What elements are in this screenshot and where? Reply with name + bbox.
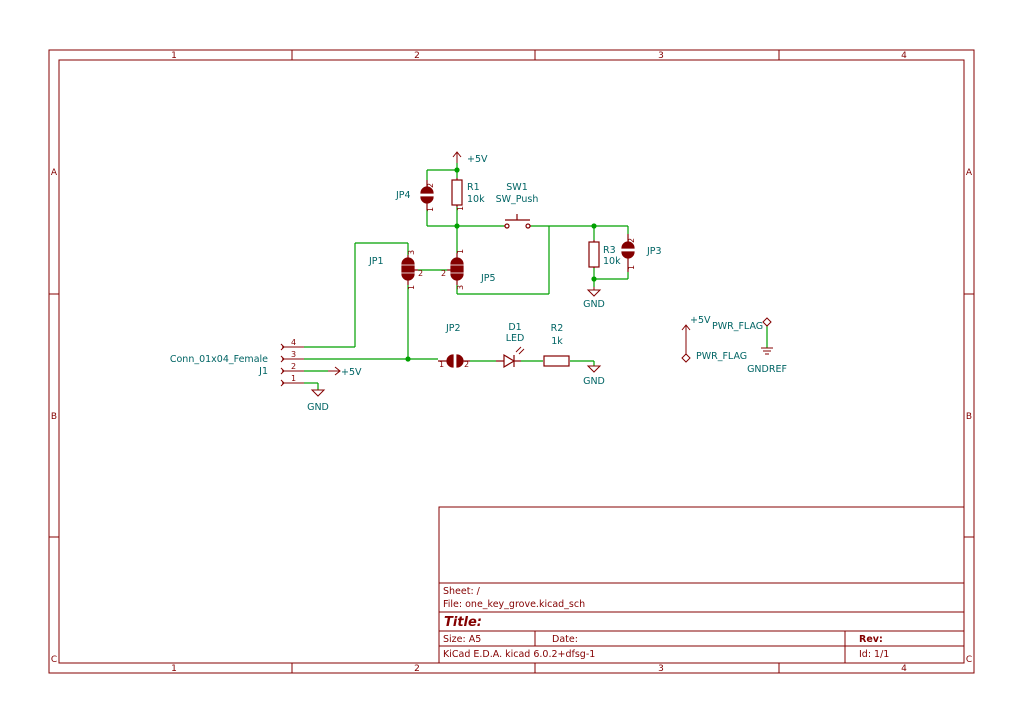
tb-date: Date: [552, 634, 578, 645]
jp2-pin2: 2 [464, 360, 469, 369]
jp1-pin3: 3 [407, 250, 416, 255]
component-symbols[interactable] [280, 178, 635, 387]
jp1-pin1: 1 [407, 285, 416, 290]
j1-pin3: 3 [291, 350, 296, 359]
d1-body [503, 353, 516, 369]
jp2-pin1: 1 [439, 360, 444, 369]
junctions [405, 167, 597, 362]
d1-value: LED [506, 333, 525, 344]
jp5-pad-bottom [450, 273, 464, 281]
jp3-pad-top [621, 241, 635, 249]
jp5-pin2: 2 [441, 269, 446, 278]
col-label-top-2: 2 [414, 51, 420, 61]
wires[interactable] [304, 163, 768, 390]
jp2-pad-left [446, 354, 454, 368]
frame-labels: 1 2 3 4 1 2 3 4 A B C A B C [51, 51, 973, 674]
vcc-top-label: +5V [467, 154, 488, 165]
r3-value: 10k [603, 256, 621, 267]
power-symbols[interactable] [310, 151, 773, 397]
jp3-pad-bottom [621, 251, 635, 259]
row-label-left-a: A [51, 168, 58, 178]
j1-ref: J1 [258, 366, 268, 377]
vcc-j1-label: +5V [341, 367, 362, 378]
j1-value: Conn_01x04_Female [170, 354, 268, 365]
jp1-pad-bottom [401, 273, 415, 281]
col-label-top-1: 1 [171, 51, 177, 61]
col-label-bottom-1: 1 [171, 664, 177, 674]
jp4-pin2: 2 [426, 183, 435, 188]
row-label-right-c: C [966, 655, 972, 665]
r2-value: 1k [551, 336, 563, 347]
tb-rev: Rev: [859, 634, 883, 645]
jp1-ref: JP1 [368, 256, 384, 267]
sw1-value: SW_Push [496, 194, 539, 205]
jp3-pin1: 1 [627, 265, 636, 270]
tb-size: Size: A5 [443, 634, 481, 645]
tb-id: Id: 1/1 [859, 649, 889, 660]
tb-title: Title: [444, 615, 482, 630]
col-label-bottom-4: 4 [901, 664, 907, 674]
power-labels: +5V GND GND +5V GND +5V PWR_FLAG PWR_FLA… [307, 154, 787, 413]
col-label-top-3: 3 [658, 51, 664, 61]
gndref-label: GNDREF [747, 364, 787, 375]
jp5-pin1: 1 [456, 249, 465, 254]
r3-body [588, 241, 600, 268]
jp5-pad-top [450, 257, 464, 265]
jp4-pad-top [420, 186, 434, 194]
row-label-right-b: B [966, 412, 972, 422]
j1-pins [280, 343, 304, 387]
jp5-pad-mid [450, 265, 464, 273]
sw1-contact-right [525, 223, 531, 229]
r1-body [451, 179, 463, 206]
tb-tool: KiCad E.D.A. kicad 6.0.2+dfsg-1 [443, 649, 595, 660]
jp3-ref: JP3 [646, 246, 662, 257]
col-label-top-4: 4 [901, 51, 907, 61]
jp2-ref: JP2 [445, 323, 461, 334]
j1-pin1: 1 [291, 374, 296, 383]
j1-pin2: 2 [291, 362, 296, 371]
r1-ref: R1 [467, 182, 480, 193]
jp1-pad-top [401, 257, 415, 265]
jp4-pin1: 1 [426, 207, 435, 212]
sw1-contact-left [504, 223, 510, 229]
pwr-flag-2-label: PWR_FLAG [696, 351, 747, 362]
jp1-pin2: 2 [418, 269, 423, 278]
title-block [438, 506, 965, 664]
r1-value: 10k [467, 194, 485, 205]
col-label-bottom-3: 3 [658, 664, 664, 674]
jp5-ref: JP5 [480, 273, 496, 284]
sw1-ref: SW1 [506, 182, 527, 193]
pwr-flag-1-label: PWR_FLAG [712, 321, 763, 332]
jp1-pad-mid [401, 265, 415, 273]
row-label-left-c: C [51, 655, 57, 665]
row-label-right-a: A [966, 168, 973, 178]
jp2-pad-right [456, 354, 464, 368]
j1-pin4: 4 [291, 338, 296, 347]
gnd-j1-label: GND [307, 402, 329, 413]
gnd-led-label: GND [583, 376, 605, 387]
r3-ref: R3 [603, 245, 616, 256]
col-label-bottom-2: 2 [414, 664, 420, 674]
r2-ref: R2 [551, 323, 564, 334]
jp3-pin2: 2 [627, 238, 636, 243]
title-block-text: Sheet: / File: one_key_grove.kicad_sch T… [443, 586, 889, 660]
vcc-flag-label: +5V [690, 315, 711, 326]
jp4-ref: JP4 [395, 190, 411, 201]
d1-ref: D1 [508, 322, 521, 333]
r2-body [543, 355, 570, 367]
gnd-r3-label: GND [583, 299, 605, 310]
r1-pin1: 1 [456, 206, 465, 211]
row-label-left-b: B [51, 412, 57, 422]
tb-file: File: one_key_grove.kicad_sch [443, 599, 585, 610]
tb-sheet: Sheet: / [443, 586, 481, 597]
jp4-pad-bottom [420, 196, 434, 204]
jp5-pin3: 3 [456, 285, 465, 290]
component-labels: R1 10k 1 SW1 SW_Push JP4 2 1 JP3 2 1 R3 … [170, 182, 662, 383]
